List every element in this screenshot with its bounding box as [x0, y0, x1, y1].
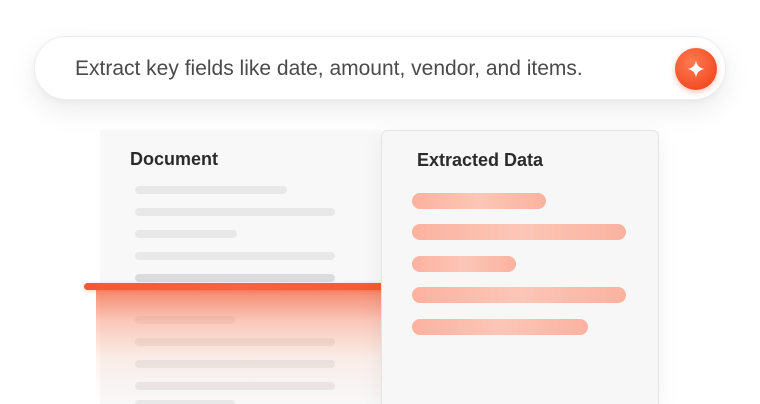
document-text-line — [135, 400, 235, 404]
document-text-line — [135, 230, 237, 238]
document-text-line — [135, 338, 335, 346]
document-title: Document — [130, 149, 219, 169]
submit-button[interactable] — [675, 48, 717, 90]
prompt-input[interactable]: Extract key fields like date, amount, ve… — [34, 36, 726, 100]
document-text-line — [135, 252, 335, 260]
extracted-field-bar — [412, 224, 626, 240]
extracted-data-title: Extracted Data — [417, 150, 544, 170]
extracted-data-panel: Extracted Data — [381, 130, 659, 404]
document-text-line — [135, 360, 335, 368]
prompt-text[interactable]: Extract key fields like date, amount, ve… — [75, 57, 583, 80]
extracted-field-bar — [412, 193, 546, 209]
document-panel: Document — [100, 130, 381, 404]
extracted-field-bar — [412, 287, 626, 303]
document-text-line — [135, 382, 335, 390]
document-text-line — [135, 316, 235, 324]
document-text-line — [135, 274, 335, 282]
extracted-field-bar — [412, 319, 588, 335]
scan-line — [84, 283, 398, 290]
document-text-line — [135, 186, 287, 194]
sparkle-icon — [687, 60, 705, 78]
extracted-field-bar — [412, 256, 516, 272]
document-text-line — [135, 208, 335, 216]
